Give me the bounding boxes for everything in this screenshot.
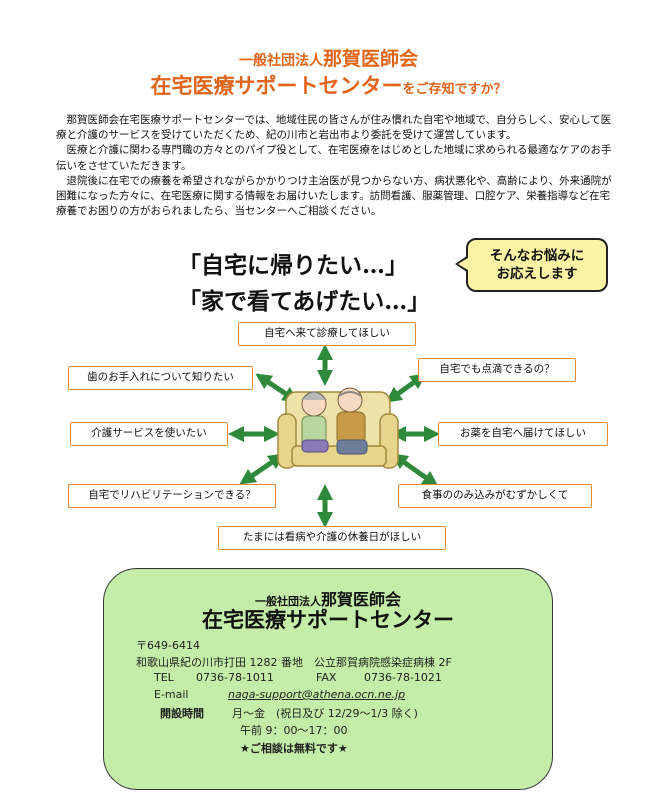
contact-hours-label: 開設時間 [160,707,204,720]
elderly-couple-illustration [277,387,399,469]
contact-fax-label: FAX [316,671,337,684]
intro-paragraph-2: 医療と介護に関わる専門職の方々とのパイプ役として、在宅医療をはじめとした地域に求… [56,144,612,172]
intro-paragraph-3: 退院後に在宅での療養を希望されながらかかりつけ主治医が見つからない方、病状悪化や… [56,174,612,218]
header-center-name: 在宅医療サポートセンター [150,74,403,98]
contact-email-link[interactable]: naga-support@athena.ocn.ne.jp [228,688,406,701]
contact-days: 月～金 (祝日及び 12/29～1/3 除く) [232,707,418,720]
contact-tel-label: TEL [154,671,174,684]
concern-home-drip: 自宅でも点滴できるの？ [418,358,576,382]
contact-org-name: 那賀医師会 [320,590,401,609]
speech-bubble: そんなお悩みに お応えします [466,238,608,292]
header-org: 一般社団法人那賀医師会 [0,44,657,71]
header-title: 在宅医療サポートセンターをご存知ですか？ [0,70,657,100]
contact-fax: 0736-78-1021 [364,671,442,684]
bubble-tail-fill [458,258,468,270]
header-org-name: 那賀医師会 [322,48,418,70]
arrow-right-1 [385,373,427,403]
concern-home-rehab: 自宅でリハビリテーションできる？ [68,484,276,508]
intro-paragraph-1: 那賀医師会在宅医療サポートセンターでは、地域住民の皆さんが住み慣れた自宅や地域で… [56,114,612,142]
arrow-right-3 [391,453,439,487]
quote-2: 「家で看てあげたい…」 [178,288,431,315]
contact-free-consultation: ★ご相談は無料です★ [240,742,348,755]
contact-org: 一般社団法人那賀医師会 [103,586,553,610]
contact-postal: 〒649-6414 [136,639,200,652]
contact-email-label: E-mail [154,688,189,701]
contact-tel: 0736-78-1011 [196,671,274,684]
concern-swallowing: 食事ののみ込みがむずかしくて [398,484,592,508]
arrow-left-1 [255,373,299,403]
concern-care-services: 介護サービスを使いたい [70,422,228,446]
header-question: をご存知ですか？ [402,82,507,97]
quote-1: 「自宅に帰りたい…」 [178,252,408,279]
bubble-line-2: お応えします [496,266,578,282]
concern-respite-care: たまには看病や介護の休養日がほしい [218,526,446,550]
header-org-prefix: 一般社団法人 [238,53,323,69]
contact-center-name: 在宅医療サポートセンター [202,608,454,632]
concern-home-visit: 自宅へ来て診療してほしい [238,322,416,346]
contact-hours: 午前 9：00～17：00 [240,724,348,737]
contact-address: 和歌山県紀の川市打田 1282 番地 公立那賀病院感染症病棟 2F [136,656,452,669]
arrow-left-3 [239,453,285,485]
intro-text: 那賀医師会在宅医療サポートセンターでは、地域住民の皆さんが住み慣れた自宅や地域で… [56,113,618,219]
bubble-line-1: そんなお悩みに [489,248,585,264]
concern-dental-care: 歯のお手入れについて知りたい [68,366,253,390]
concern-medicine-delivery: お薬を自宅へ届けてほしい [438,422,608,446]
contact-card [103,568,553,790]
contact-org-prefix: 一般社団法人 [254,595,321,608]
